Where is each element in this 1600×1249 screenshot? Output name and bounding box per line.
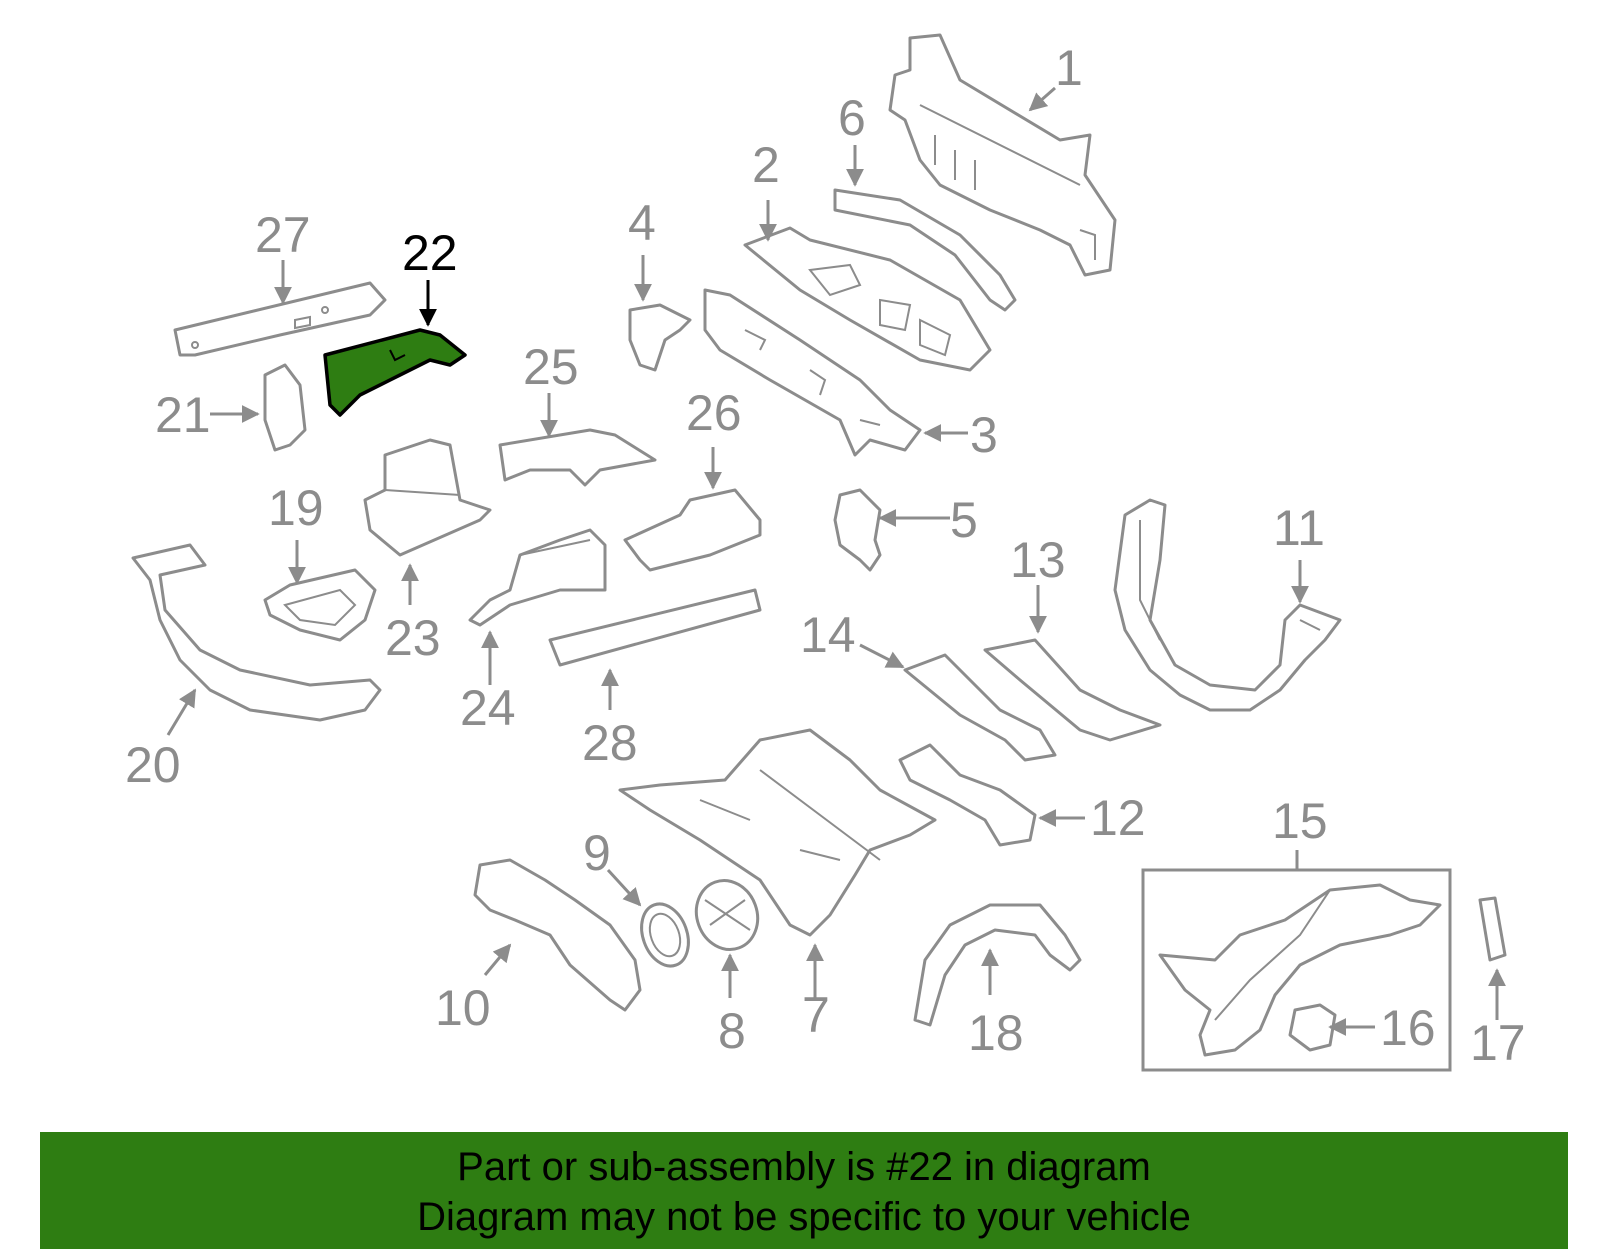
part-24 — [468, 528, 607, 627]
callout-26: 26 — [686, 385, 742, 441]
callout-1: 1 — [1055, 40, 1083, 96]
callout-21: 21 — [155, 387, 211, 443]
callout-18: 18 — [968, 1005, 1024, 1061]
callout-16: 16 — [1380, 1000, 1436, 1056]
callout-4: 4 — [628, 195, 656, 251]
callout-19: 19 — [268, 480, 324, 536]
callout-labels: 1 6 2 4 27 22 25 26 21 3 19 5 11 13 14 2… — [125, 40, 1526, 1071]
part-19 — [263, 568, 377, 642]
part-25 — [498, 428, 657, 487]
part-16 — [1288, 1003, 1337, 1052]
callout-6: 6 — [838, 90, 866, 146]
callout-28: 28 — [582, 715, 638, 771]
callout-13: 13 — [1010, 532, 1066, 588]
banner-line-2: Diagram may not be specific to your vehi… — [417, 1195, 1191, 1239]
callout-10: 10 — [435, 980, 491, 1036]
part-21 — [263, 363, 307, 452]
callout-14: 14 — [800, 607, 856, 663]
part-8 — [694, 879, 760, 951]
part-5 — [833, 488, 882, 572]
part-13 — [983, 638, 1162, 742]
callout-8: 8 — [718, 1003, 746, 1059]
part-18 — [913, 903, 1082, 1027]
callout-25: 25 — [523, 339, 579, 395]
callout-5: 5 — [950, 492, 978, 548]
part-17 — [1478, 896, 1507, 962]
part-10 — [473, 858, 642, 1012]
part-1 — [888, 33, 1117, 277]
part-22-highlighted — [323, 328, 467, 417]
callout-27: 27 — [255, 207, 311, 263]
callout-12: 12 — [1090, 790, 1146, 846]
callout-17: 17 — [1470, 1015, 1526, 1071]
callout-20: 20 — [125, 737, 181, 793]
part-12 — [898, 743, 1037, 847]
part-23 — [363, 438, 492, 557]
callout-9: 9 — [583, 825, 611, 881]
part-3 — [703, 288, 922, 457]
part-26 — [623, 488, 762, 572]
callout-24: 24 — [460, 680, 516, 736]
leader-arrows — [166, 86, 1506, 1036]
info-banner: Part or sub-assembly is #22 in diagram D… — [40, 1132, 1568, 1249]
part-28 — [548, 588, 762, 667]
callout-23: 23 — [385, 610, 441, 666]
part-11 — [1113, 498, 1342, 712]
callout-22: 22 — [402, 225, 458, 281]
callout-3: 3 — [970, 407, 998, 463]
part-6 — [833, 188, 1017, 312]
callout-7: 7 — [802, 987, 830, 1043]
callout-15: 15 — [1272, 793, 1328, 849]
part-14 — [903, 653, 1057, 762]
part-20 — [131, 543, 382, 722]
part-27 — [173, 281, 387, 357]
callout-2: 2 — [752, 137, 780, 193]
part-2 — [743, 226, 992, 372]
part-4 — [628, 303, 692, 372]
callout-11: 11 — [1273, 500, 1325, 556]
part-7 — [618, 728, 937, 937]
part-9 — [640, 902, 690, 968]
banner-line-1: Part or sub-assembly is #22 in diagram — [457, 1145, 1151, 1189]
